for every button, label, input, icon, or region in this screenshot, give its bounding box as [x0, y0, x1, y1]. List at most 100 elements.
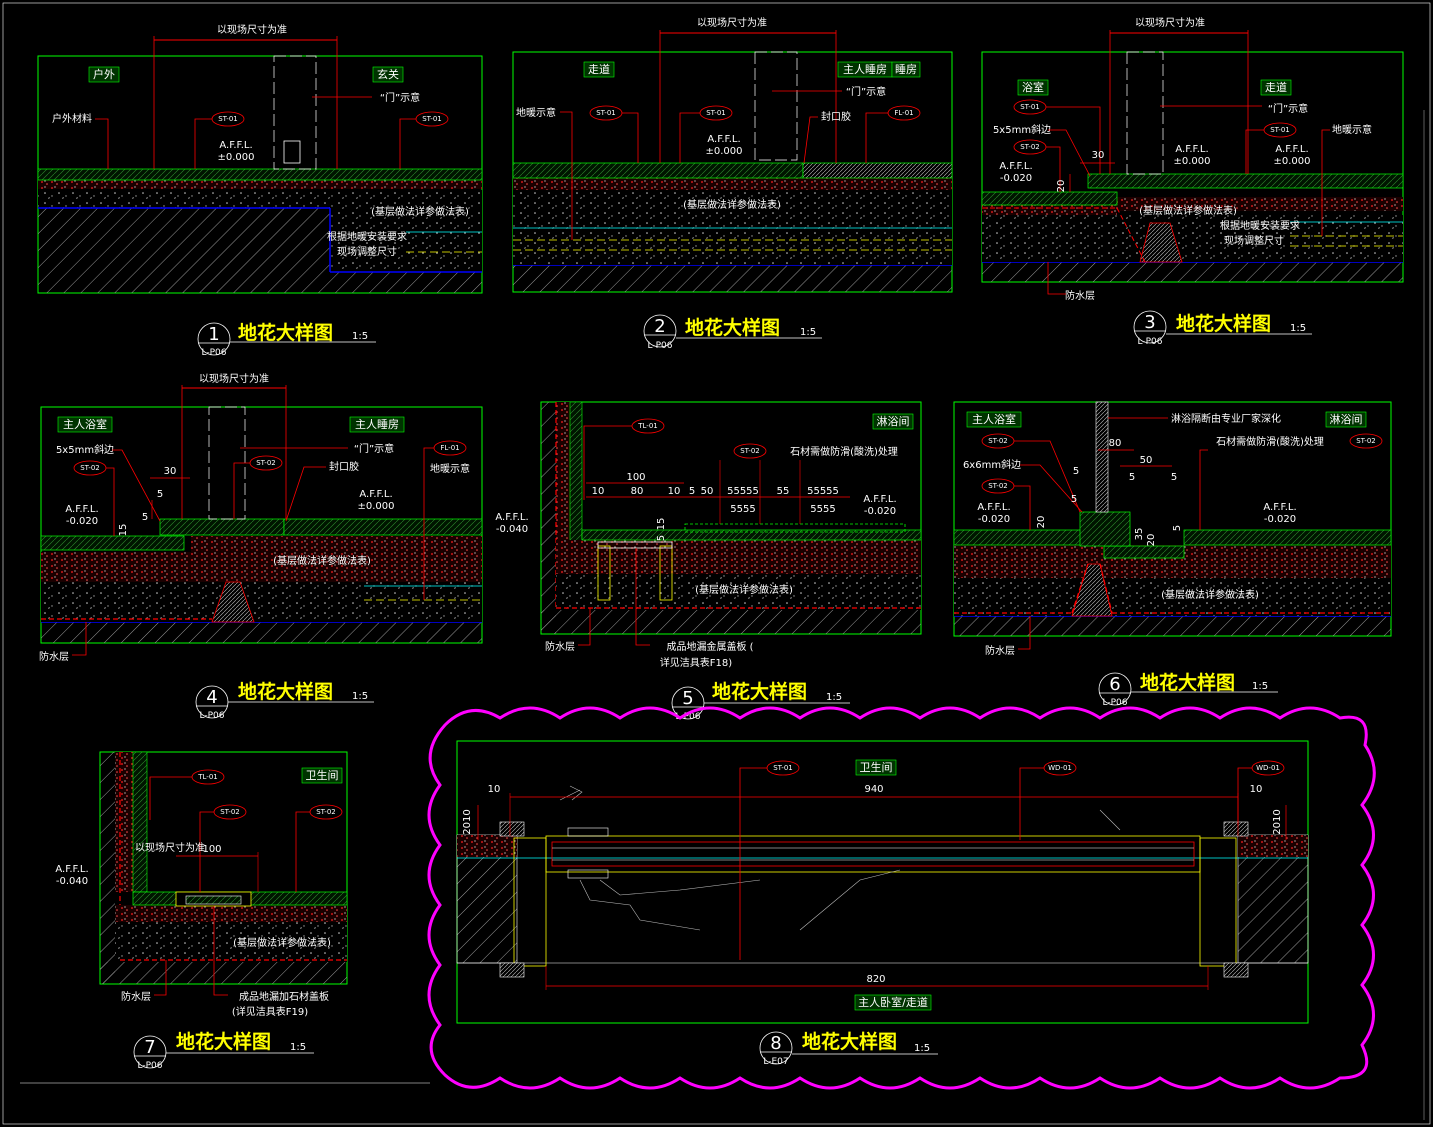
d1-tag1: ST-01 [218, 115, 238, 123]
d5-dim5: 5 [689, 486, 695, 497]
d2-sealant: 封口胶 [821, 110, 851, 123]
d4-dim15: 15 [118, 524, 129, 537]
d1-adjust1: 根据地暖安装要求 [327, 230, 407, 243]
d4-room-left: 主人浴室 [63, 417, 107, 431]
d7-tag1: TL-01 [197, 773, 218, 781]
d6-sheet: L-P06 [1103, 698, 1128, 708]
d1-number: 1 [208, 324, 219, 345]
d4-top-dim: 以现场尺寸为准 [199, 372, 269, 385]
d5-dim55: 55 [777, 486, 790, 497]
d6-number: 6 [1109, 674, 1120, 695]
d8-dim2010a: 2010 [462, 809, 473, 834]
d7-title: 地花大样图 [176, 1030, 271, 1053]
d7-tag2: ST-02 [220, 808, 240, 816]
d8-number: 8 [770, 1033, 781, 1054]
d7-sheet: L-P06 [138, 1061, 163, 1071]
d3-room-right: 走道 [1265, 80, 1287, 94]
d6-afl-right: A.F.F.L. [1263, 502, 1296, 513]
d5-sheet: L-P06 [676, 712, 701, 722]
d6-partition: 淋浴隔断由专业厂家深化 [1171, 412, 1281, 425]
d6-tag1: ST-02 [988, 437, 1008, 445]
d5-treat: 石材需做防滑(酸洗)处理 [790, 445, 898, 458]
d1-base: (基层做法详参做法表) [371, 205, 469, 218]
d8-dim940: 940 [864, 784, 883, 795]
d5-dim50: 50 [701, 486, 714, 497]
d3-afl-right: A.F.F.L. [1275, 144, 1308, 155]
d5-tag2: ST-02 [740, 447, 760, 455]
d7-afl-val: -0.040 [56, 876, 88, 887]
d6-base: (基层做法详参做法表) [1161, 588, 1259, 601]
d4-dim30: 30 [164, 466, 177, 477]
d3-scale: 1:5 [1290, 323, 1306, 334]
d2-tag3: FL-01 [894, 109, 913, 117]
detail-8: 卫生间 主人卧室/走道 ST-01 WD-01 WD-01 940 10 10 … [427, 706, 1376, 1090]
d5-afl-right: A.F.F.L. [863, 494, 896, 505]
d1-afl: A.F.F.L. [219, 140, 252, 151]
d6-dim80: 80 [1109, 438, 1122, 449]
d4-afl-right: A.F.F.L. [359, 489, 392, 500]
d7-dim100: 100 [202, 844, 221, 855]
d5-dim5555a: 5555 [730, 504, 755, 515]
revision-cloud [427, 706, 1376, 1090]
d1-tag2: ST-01 [422, 115, 442, 123]
d3-room-left: 浴室 [1022, 80, 1044, 94]
d4-sealant: 封口胶 [329, 460, 359, 473]
d3-adjust2: 现场调整尺寸 [1224, 234, 1284, 247]
d5-afl-left-val: -0.040 [496, 524, 528, 535]
d6-title: 地花大样图 [1140, 671, 1235, 694]
d5-afl-left: A.F.F.L. [495, 512, 528, 523]
detail-2: 以现场尺寸为准 走道 主人睡房 睡房 “门”示意 地暖示意 ST-01 ST-0… [512, 16, 953, 351]
detail-1: 以现场尺寸为准 户外 玄关 “门”示意 户外材料 ST-01 ST-01 A.F… [37, 23, 483, 358]
d5-dim10b: 10 [668, 486, 681, 497]
d4-sheet: L-P06 [200, 711, 225, 721]
d5-dim5555b: 5555 [810, 504, 835, 515]
d4-scale: 1:5 [352, 691, 368, 702]
d3-title: 地花大样图 [1176, 312, 1271, 335]
d3-afl-mid-val: ±0.000 [1173, 156, 1210, 167]
d4-base: (基层做法详参做法表) [273, 554, 371, 567]
d3-afl-right-val: ±0.000 [1273, 156, 1310, 167]
d4-title: 地花大样图 [238, 680, 333, 703]
d6-dim50: 50 [1140, 455, 1153, 466]
d2-scale: 1:5 [800, 327, 816, 338]
d2-afl-val: ±0.000 [705, 146, 742, 157]
d3-top-dim: 以现场尺寸为准 [1135, 16, 1205, 29]
d1-room-right: 玄关 [377, 67, 399, 81]
d5-dim80: 80 [631, 486, 644, 497]
d3-afl-left-val: -0.020 [1000, 173, 1032, 184]
d8-dim10a: 10 [488, 784, 501, 795]
d1-door: “门”示意 [380, 91, 420, 104]
d3-number: 3 [1144, 312, 1155, 333]
d2-room-right2: 睡房 [895, 63, 917, 76]
d4-tag3: FL-01 [440, 444, 459, 452]
d1-top-dim: 以现场尺寸为准 [217, 23, 287, 36]
d6-dim5b: 5 [1129, 472, 1135, 483]
d2-sheet: L-P06 [648, 341, 673, 351]
d6-dim35: 35 [1134, 528, 1145, 541]
d4-number: 4 [206, 687, 217, 708]
d5-number: 5 [682, 688, 693, 709]
d1-sheet: L-P06 [202, 348, 227, 358]
d1-afl-val: ±0.000 [217, 152, 254, 163]
d6-dim5a: 5 [1073, 466, 1079, 477]
d6-dim20a: 20 [1036, 516, 1047, 529]
d6-dim5c: 5 [1171, 472, 1177, 483]
d5-dim5c: 5 [656, 535, 667, 541]
d7-drain2: (详见洁具表F19) [232, 1005, 308, 1018]
d6-dim20b: 20 [1146, 534, 1157, 547]
d2-tag2: ST-01 [706, 109, 726, 117]
d5-afl-right-val: -0.020 [864, 506, 896, 517]
d5-dim55a: 55555 [727, 486, 759, 497]
d4-afl-right-val: ±0.000 [357, 501, 394, 512]
d5-drain1: 成品地漏金属盖板 ( [666, 640, 753, 653]
d1-material: 户外材料 [52, 112, 92, 125]
d2-number: 2 [654, 316, 665, 337]
d8-dim2010b: 2010 [1272, 809, 1283, 834]
d8-tag2: WD-01 [1048, 764, 1072, 772]
d5-waterproof: 防水层 [545, 640, 575, 653]
d6-waterproof: 防水层 [985, 644, 1015, 657]
d8-tag3: WD-01 [1256, 764, 1280, 772]
d3-heating: 地暖示意 [1332, 123, 1372, 136]
